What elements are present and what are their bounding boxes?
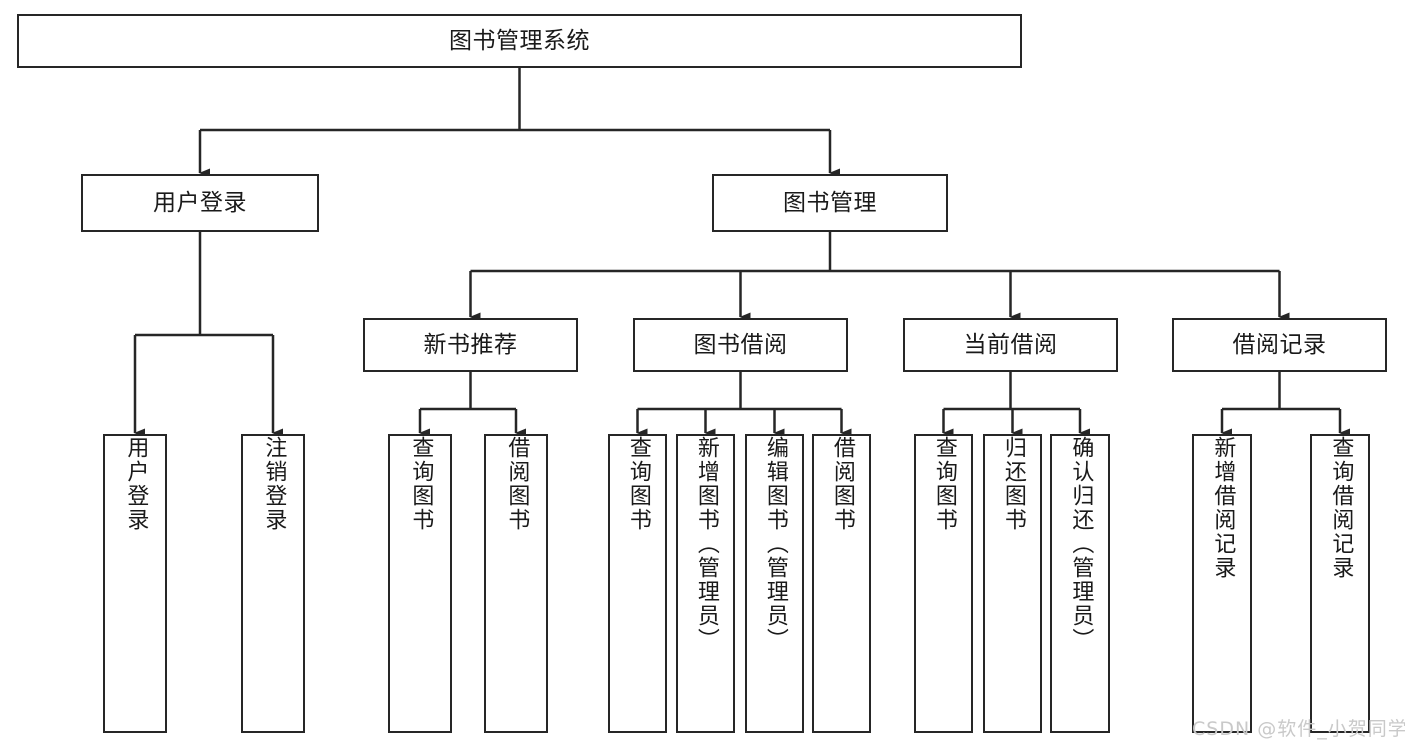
- node-leaf-user-login-label: 用户登录: [123, 436, 149, 532]
- csdn-watermark: CSDN @软件_小贺同学: [1192, 718, 1405, 740]
- node-new-book-rec[interactable]: 新书推荐: [363, 318, 578, 372]
- node-leaf-return-book[interactable]: 归还图书: [983, 434, 1042, 733]
- node-leaf-query-book-3-label: 查询图书: [931, 436, 957, 532]
- node-leaf-borrow-book-1-label: 借阅图书: [504, 436, 530, 532]
- node-leaf-return-book-label: 归还图书: [1000, 436, 1026, 532]
- node-borrow-record[interactable]: 借阅记录: [1172, 318, 1387, 372]
- node-leaf-query-book-3[interactable]: 查询图书: [914, 434, 973, 733]
- node-leaf-borrow-book-2[interactable]: 借阅图书: [812, 434, 871, 733]
- node-leaf-confirm-return[interactable]: 确认归还（管理员）: [1050, 434, 1110, 733]
- node-leaf-borrow-book-2-label: 借阅图书: [829, 436, 855, 532]
- node-current-borrow[interactable]: 当前借阅: [903, 318, 1118, 372]
- node-leaf-logout[interactable]: 注销登录: [241, 434, 305, 733]
- node-leaf-query-record[interactable]: 查询借阅记录: [1310, 434, 1370, 733]
- node-book-borrow-label: 图书借阅: [693, 331, 788, 358]
- node-user-login-label: 用户登录: [153, 189, 247, 216]
- node-leaf-logout-label: 注销登录: [261, 436, 287, 532]
- node-leaf-user-login[interactable]: 用户登录: [103, 434, 167, 733]
- node-leaf-add-book-label: 新增图书（管理员）: [693, 436, 719, 652]
- node-leaf-add-book[interactable]: 新增图书（管理员）: [676, 434, 735, 733]
- node-book-manage[interactable]: 图书管理: [712, 174, 948, 232]
- node-book-borrow[interactable]: 图书借阅: [633, 318, 848, 372]
- node-new-book-rec-label: 新书推荐: [423, 331, 518, 358]
- node-leaf-add-record-label: 新增借阅记录: [1210, 436, 1236, 580]
- node-root[interactable]: 图书管理系统: [17, 14, 1022, 68]
- node-user-login[interactable]: 用户登录: [81, 174, 319, 232]
- node-leaf-edit-book[interactable]: 编辑图书（管理员）: [745, 434, 804, 733]
- node-leaf-add-record[interactable]: 新增借阅记录: [1192, 434, 1252, 733]
- node-leaf-query-record-label: 查询借阅记录: [1328, 436, 1354, 580]
- node-leaf-query-book-1-label: 查询图书: [408, 436, 434, 532]
- node-root-label: 图书管理系统: [449, 27, 590, 54]
- node-current-borrow-label: 当前借阅: [963, 331, 1058, 358]
- node-leaf-query-book-2[interactable]: 查询图书: [608, 434, 667, 733]
- node-leaf-edit-book-label: 编辑图书（管理员）: [762, 436, 788, 652]
- node-book-manage-label: 图书管理: [783, 189, 877, 216]
- node-leaf-confirm-return-label: 确认归还（管理员）: [1068, 436, 1094, 652]
- node-leaf-borrow-book-1[interactable]: 借阅图书: [484, 434, 548, 733]
- node-leaf-query-book-1[interactable]: 查询图书: [388, 434, 452, 733]
- node-borrow-record-label: 借阅记录: [1232, 331, 1327, 358]
- node-leaf-query-book-2-label: 查询图书: [625, 436, 651, 532]
